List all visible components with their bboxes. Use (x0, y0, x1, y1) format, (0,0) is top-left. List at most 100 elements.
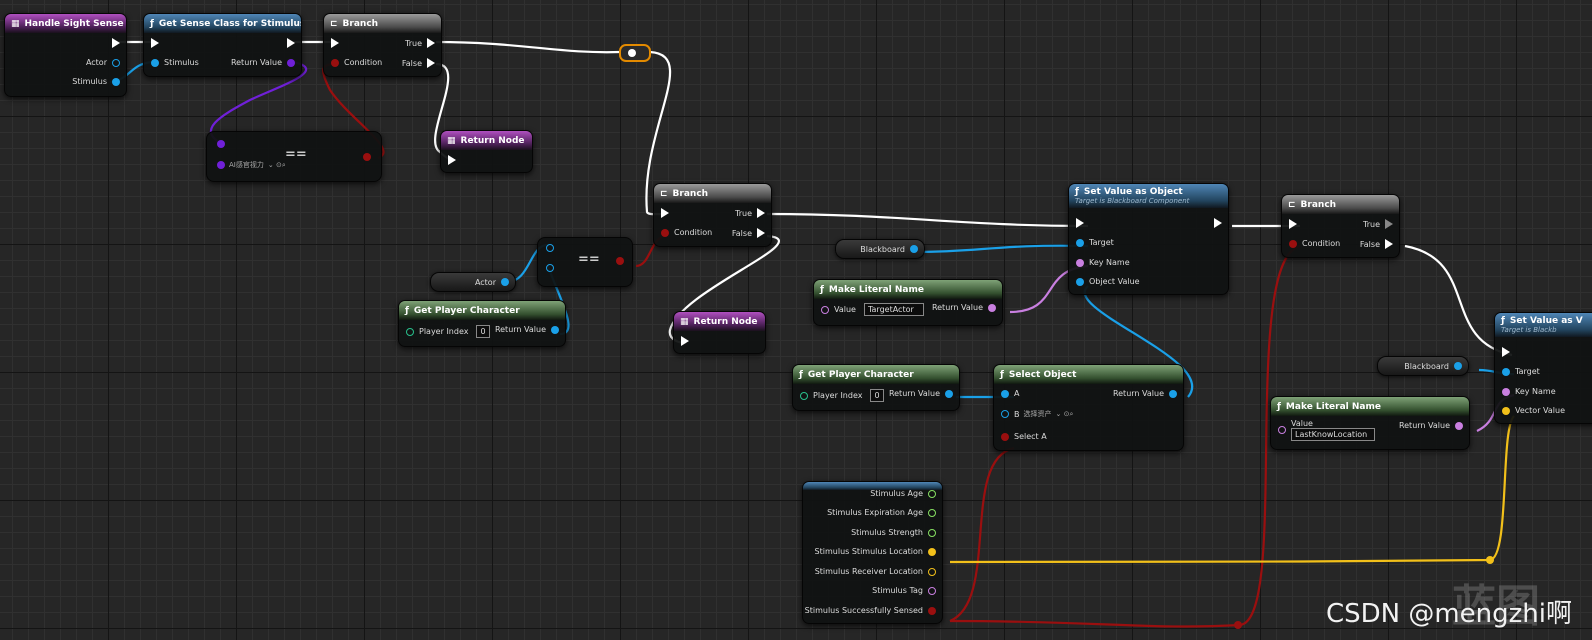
bool-out-pin[interactable] (616, 257, 624, 265)
branch-node-3[interactable]: ⊏Branch True Condition False (1281, 194, 1400, 258)
actor-out-pin[interactable]: Actor (81, 58, 120, 67)
key-name-in-pin[interactable]: Key Name (1502, 387, 1561, 396)
asset-select-dropdown[interactable]: 选择资产 (1023, 410, 1052, 418)
false-out-pin[interactable]: False (397, 58, 435, 68)
node-title: Branch (342, 18, 379, 29)
key-name-in-pin[interactable]: Key Name (1076, 258, 1135, 267)
exec-in-pin[interactable] (661, 208, 669, 218)
stimulus-expiration-age-pin[interactable]: Stimulus Expiration Age (822, 508, 936, 517)
false-out-pin[interactable]: False (1355, 239, 1393, 249)
name-value-input[interactable]: LastKnowLocation (1291, 428, 1375, 441)
exec-in-pin[interactable] (1502, 347, 1510, 357)
exec-in-pin[interactable] (331, 38, 339, 48)
vector-value-in-pin[interactable]: Vector Value (1502, 406, 1570, 415)
target-in-pin[interactable]: Target (1076, 238, 1119, 247)
blackboard-variable-node-1[interactable]: Blackboard (835, 239, 925, 259)
stimulus-tag-pin[interactable]: Stimulus Tag (867, 586, 936, 595)
exec-out-pin[interactable] (1214, 218, 1222, 228)
condition-in-pin[interactable]: Condition (661, 228, 717, 237)
class-a-pin[interactable] (217, 140, 225, 148)
exec-in-pin[interactable] (151, 38, 159, 48)
return-value-pin[interactable]: Return Value (927, 303, 996, 312)
return-value-pin[interactable]: Return Value (884, 389, 953, 398)
true-out-pin[interactable]: True (1358, 219, 1393, 229)
class-b-pin[interactable]: AI感官视力⌄ ⊙⌕ (217, 160, 286, 170)
pin-label: Key Name (1515, 387, 1556, 396)
class-pin-icon (217, 161, 225, 169)
return-value-pin[interactable]: Return Value (1394, 421, 1463, 430)
return-value-pin[interactable]: Return Value (1108, 389, 1177, 398)
float-pin-icon (928, 528, 936, 537)
bool-out-pin[interactable] (363, 153, 371, 161)
pin-label: Target (1515, 367, 1540, 376)
exec-in-pin[interactable] (681, 336, 689, 346)
class-select-dropdown[interactable]: AI感官视力 (229, 161, 264, 169)
blackboard-variable-node-2[interactable]: Blackboard (1377, 356, 1469, 376)
csdn-watermark: CSDN @mengzhi啊 (1325, 599, 1572, 629)
false-out-pin[interactable]: False (727, 228, 765, 238)
exec-arrow-icon (757, 208, 765, 218)
pin-label: Stimulus Successfully Sensed (804, 606, 923, 615)
object-pin-icon[interactable] (910, 245, 918, 253)
target-in-pin[interactable]: Target (1502, 367, 1545, 376)
player-index-input[interactable]: 0 (476, 325, 490, 338)
reroute-node[interactable] (619, 44, 651, 62)
equal-class-node[interactable]: AI感官视力⌄ ⊙⌕ == (206, 131, 382, 182)
name-pin-icon (928, 586, 936, 595)
player-index-input[interactable]: 0 (870, 389, 884, 402)
object-pin-icon[interactable] (1454, 362, 1462, 370)
object-b-pin[interactable] (546, 264, 554, 272)
actor-variable-node[interactable]: Actor (430, 272, 516, 292)
break-ai-stimulus-node[interactable]: Stimulus Age Stimulus Expiration Age Sti… (802, 481, 943, 624)
exec-in-pin[interactable] (448, 155, 456, 165)
condition-in-pin[interactable]: Condition (1289, 239, 1345, 248)
object-pin-icon[interactable] (501, 278, 509, 286)
branch-node-1[interactable]: ⊏Branch True Condition False (323, 13, 442, 77)
stimulus-in-pin[interactable]: Stimulus (151, 58, 204, 67)
branch-node-2[interactable]: ⊏Branch True Condition False (653, 183, 772, 247)
name-value-input[interactable]: TargetActor (863, 303, 924, 316)
node-title: Set Value as Object (1083, 187, 1183, 197)
true-out-pin[interactable]: True (400, 38, 435, 48)
true-out-pin[interactable]: True (730, 208, 765, 218)
select-a-in-pin[interactable]: Select A (1001, 432, 1052, 441)
exec-in-pin[interactable] (1076, 218, 1084, 228)
exec-in-pin[interactable] (628, 49, 636, 57)
exec-out-pin[interactable] (287, 38, 295, 48)
equal-actor-node[interactable]: == (537, 237, 633, 287)
event-node-handle-sight-sense[interactable]: ▦Handle Sight Sense Actor Stimulus (4, 13, 127, 97)
variable-label: Blackboard (860, 244, 905, 254)
exec-in-pin[interactable] (1289, 219, 1297, 229)
return-node-1[interactable]: ▦Return Node (440, 130, 533, 173)
a-in-pin[interactable]: A (1001, 389, 1024, 398)
stimulus-location-pin[interactable]: Stimulus Stimulus Location (810, 547, 936, 556)
condition-in-pin[interactable]: Condition (331, 58, 387, 67)
object-value-in-pin[interactable]: Object Value (1076, 277, 1145, 286)
stimulus-strength-pin[interactable]: Stimulus Strength (846, 528, 936, 537)
exec-out-pin[interactable] (112, 38, 120, 48)
stimulus-out-pin[interactable]: Stimulus (67, 77, 120, 86)
return-value-pin[interactable]: Return Value (490, 325, 559, 334)
function-icon: ƒ (1277, 401, 1281, 412)
object-a-pin[interactable] (546, 244, 554, 252)
return-node-2[interactable]: ▦Return Node (673, 311, 766, 354)
successfully-sensed-pin[interactable]: Stimulus Successfully Sensed (800, 606, 936, 615)
return-value-pin[interactable]: Return Value (226, 58, 295, 67)
receiver-location-pin[interactable]: Stimulus Receiver Location (810, 567, 936, 576)
stimulus-age-pin[interactable]: Stimulus Age (865, 489, 936, 498)
